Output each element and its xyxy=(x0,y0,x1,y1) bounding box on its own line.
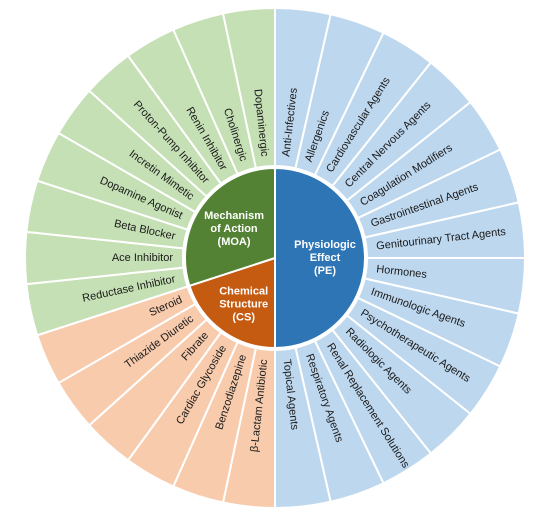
core-pe-label: (PE) xyxy=(314,265,336,277)
core-cs-sector xyxy=(188,256,276,350)
core-pe-label: Physiologic xyxy=(294,239,356,251)
core-pe-sector xyxy=(274,166,366,350)
moa-segment xyxy=(221,6,276,170)
core-moa-label: (MOA) xyxy=(218,236,251,248)
core-moa-label: Mechanism xyxy=(204,210,264,222)
moa-segment-label: Ace Inhibitor xyxy=(112,252,173,264)
pe-segment-label: Hormones xyxy=(376,263,428,281)
core-cs-label: Chemical xyxy=(219,285,268,297)
core-cs-label: (CS) xyxy=(232,311,255,323)
core-moa-label: of Action xyxy=(210,223,258,235)
core-pe-label: Effect xyxy=(310,252,341,264)
core-cs-label: Structure xyxy=(219,298,268,310)
core-moa-sector xyxy=(184,166,276,288)
